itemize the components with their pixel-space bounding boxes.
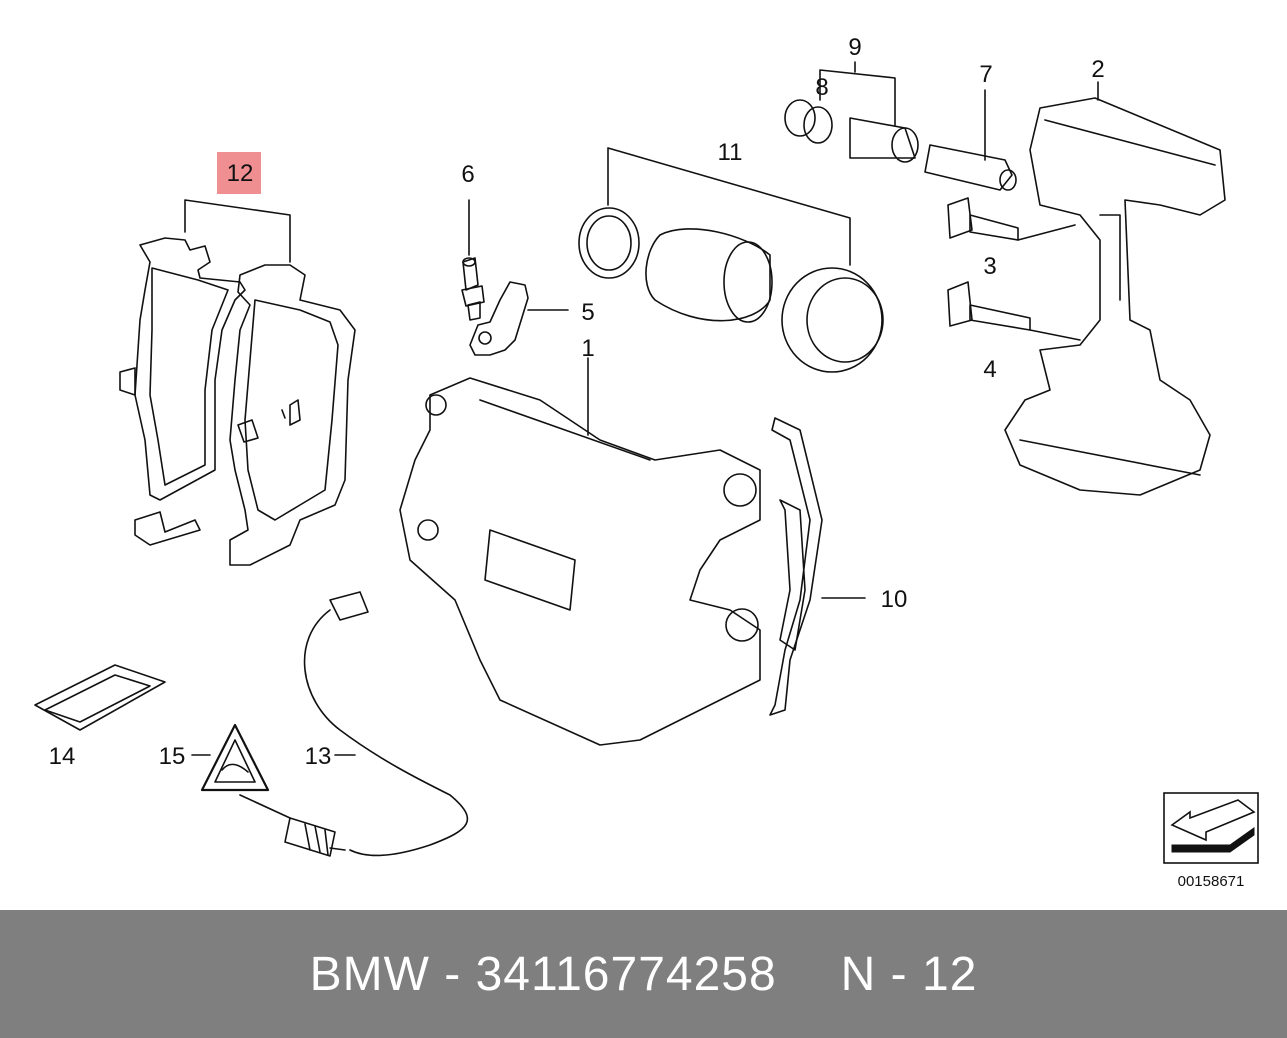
- callout-3[interactable]: 3: [983, 253, 996, 280]
- parts-diagram: 12 6 5 1 11 9 8 7 2 3 4 10 13 14 15 0015…: [34, 34, 1259, 890]
- callout-5[interactable]: 5: [581, 299, 594, 326]
- callout-15[interactable]: 15: [159, 743, 186, 770]
- callout-10[interactable]: 10: [881, 586, 908, 613]
- caliper-housing[interactable]: [399, 357, 761, 746]
- callout-6[interactable]: 6: [461, 161, 474, 188]
- footer-separator: -: [429, 947, 476, 1001]
- mounting-bolts[interactable]: [947, 197, 1081, 341]
- callout-14[interactable]: 14: [49, 743, 76, 770]
- guide-pin[interactable]: [924, 89, 1017, 191]
- warning-label[interactable]: [191, 723, 291, 819]
- grease-packet[interactable]: [34, 664, 166, 731]
- brand-label: BMW: [309, 947, 430, 1001]
- callout-9[interactable]: 9: [848, 34, 861, 61]
- callout-1[interactable]: 1: [581, 335, 594, 362]
- callout-4[interactable]: 4: [983, 356, 996, 383]
- callout-2[interactable]: 2: [1091, 56, 1104, 83]
- brake-pad-set[interactable]: [119, 199, 356, 566]
- callout-12[interactable]: 12: [227, 160, 254, 187]
- part-number: 34116774258: [475, 947, 777, 1001]
- diagram-position: N - 12: [840, 947, 978, 1001]
- orientation-box: [1163, 792, 1259, 864]
- caliper-carrier[interactable]: [1004, 81, 1226, 496]
- anti-rattle-spring[interactable]: [769, 417, 866, 716]
- arrow-icon: [1170, 799, 1256, 842]
- wear-sensor[interactable]: [284, 591, 469, 857]
- highlight-box: [217, 152, 261, 194]
- callout-11[interactable]: 11: [718, 139, 743, 166]
- part-number-footer: BMW - 34116774258 N - 12: [0, 910, 1287, 1038]
- piston-kit[interactable]: [578, 147, 884, 373]
- callout-8[interactable]: 8: [815, 74, 828, 101]
- bleed-screw[interactable]: [461, 199, 485, 321]
- callout-13[interactable]: 13: [305, 743, 332, 770]
- guide-sleeve[interactable]: [784, 61, 919, 163]
- diagram-reference-number: 00158671: [1178, 873, 1245, 890]
- callout-7[interactable]: 7: [979, 61, 992, 88]
- dust-cap-bracket[interactable]: [469, 281, 569, 356]
